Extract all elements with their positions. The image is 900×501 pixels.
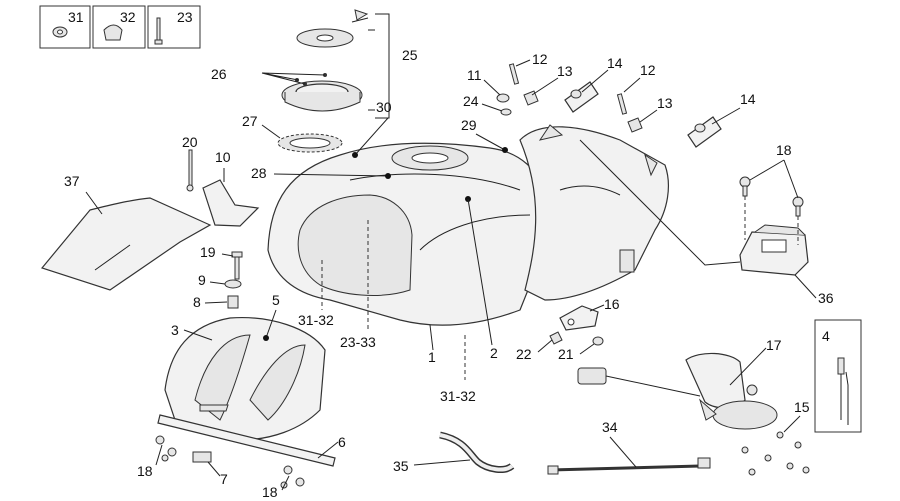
label-30: 30 bbox=[376, 99, 392, 115]
label-36: 36 bbox=[818, 290, 834, 306]
label-18b: 18 bbox=[262, 484, 278, 500]
hardware-top bbox=[496, 63, 722, 148]
label-3: 3 bbox=[171, 322, 179, 338]
part-37-pad bbox=[40, 197, 212, 291]
label-7: 7 bbox=[220, 471, 228, 487]
label-32: 32 bbox=[120, 9, 136, 25]
inset-box-32: 32 bbox=[92, 5, 146, 49]
part-17-fuel-pump bbox=[577, 352, 778, 430]
label-27: 27 bbox=[242, 113, 258, 129]
label-1: 1 bbox=[428, 349, 436, 365]
label-23: 23 bbox=[177, 9, 193, 25]
label-16: 16 bbox=[604, 296, 620, 312]
label-22: 22 bbox=[516, 346, 532, 362]
part-16-bracket bbox=[559, 305, 599, 331]
part-18-screws-left bbox=[155, 435, 177, 462]
part-6-rail bbox=[157, 414, 336, 467]
label-14a: 14 bbox=[607, 55, 623, 71]
inset-box-23: 23 bbox=[147, 5, 201, 49]
label-3132b: 31-32 bbox=[440, 388, 476, 404]
label-4: 4 bbox=[822, 328, 830, 344]
part-10-bracket bbox=[202, 179, 260, 227]
label-12a: 12 bbox=[532, 51, 548, 67]
label-17: 17 bbox=[766, 337, 782, 353]
label-24: 24 bbox=[463, 93, 479, 109]
label-31: 31 bbox=[68, 9, 84, 25]
part-7-clip bbox=[192, 451, 212, 463]
label-8: 8 bbox=[193, 294, 201, 310]
part-15-screws bbox=[741, 431, 810, 476]
part-19-bolt bbox=[231, 251, 243, 280]
label-2: 2 bbox=[490, 345, 498, 361]
label-25: 25 bbox=[402, 47, 418, 63]
label-12b: 12 bbox=[640, 62, 656, 78]
part-36-control-unit bbox=[739, 224, 809, 276]
part-3-tank-cover bbox=[164, 316, 326, 441]
part-20-bolt bbox=[186, 149, 194, 192]
label-5: 5 bbox=[272, 292, 280, 308]
label-13b: 13 bbox=[657, 95, 673, 111]
label-20: 20 bbox=[182, 134, 198, 150]
part-21-screw bbox=[592, 336, 604, 346]
label-37: 37 bbox=[64, 173, 80, 189]
label-2333: 23-33 bbox=[340, 334, 376, 350]
part-9-washer bbox=[224, 279, 242, 289]
label-18a: 18 bbox=[137, 463, 153, 479]
label-14b: 14 bbox=[740, 91, 756, 107]
label-9: 9 bbox=[198, 272, 206, 288]
label-35: 35 bbox=[393, 458, 409, 474]
label-18c: 18 bbox=[776, 142, 792, 158]
part-22-nut bbox=[549, 331, 563, 345]
inset-box-31: 31 bbox=[39, 5, 91, 49]
label-29: 29 bbox=[461, 117, 477, 133]
fuel-tank bbox=[267, 142, 550, 326]
fuel-cap-assembly bbox=[277, 9, 390, 153]
part-34-line bbox=[547, 457, 711, 475]
part-8-spacer bbox=[227, 295, 239, 309]
inset-box-4 bbox=[814, 319, 862, 433]
part-35-hose bbox=[439, 431, 515, 473]
label-15: 15 bbox=[794, 399, 810, 415]
label-19: 19 bbox=[200, 244, 216, 260]
label-11: 11 bbox=[467, 67, 482, 83]
label-10: 10 bbox=[215, 149, 231, 165]
label-28: 28 bbox=[251, 165, 267, 181]
label-13a: 13 bbox=[557, 63, 573, 79]
label-26: 26 bbox=[211, 66, 227, 82]
label-34: 34 bbox=[602, 419, 618, 435]
label-6: 6 bbox=[338, 434, 346, 450]
label-3132a: 31-32 bbox=[298, 312, 334, 328]
label-21: 21 bbox=[558, 346, 574, 362]
tank-rear-section bbox=[519, 124, 670, 301]
